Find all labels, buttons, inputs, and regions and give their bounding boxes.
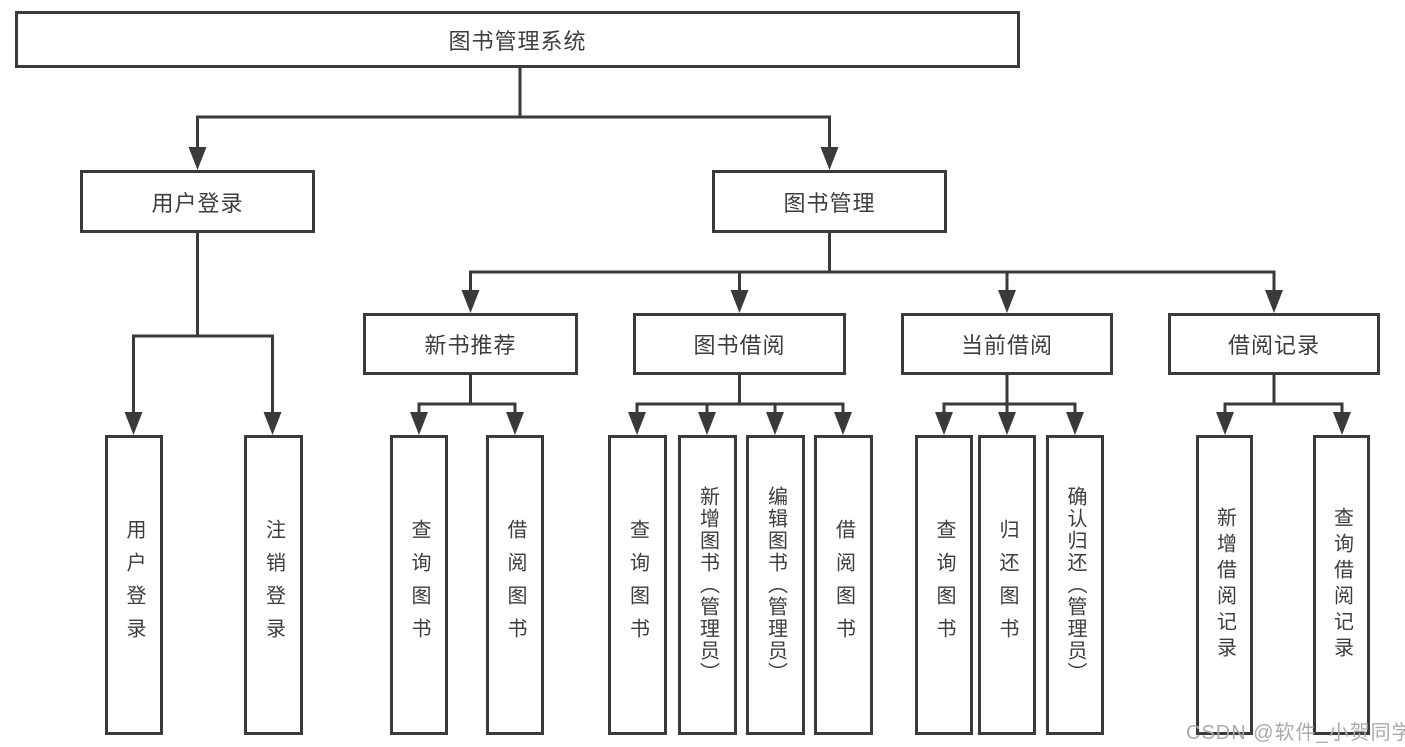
node-label: 当前借阅	[960, 333, 1053, 358]
leaf-label: 借阅图书	[832, 519, 855, 651]
leaf-query-borrow-record: 查询借阅记录	[1313, 435, 1370, 735]
leaf-return-books: 归还图书	[978, 435, 1036, 735]
leaf-label: 查询借阅记录	[1330, 507, 1353, 663]
csdn-watermark: CSDN @软件_小贺同学	[1186, 722, 1405, 744]
leaf-borrowing-query-books: 查询图书	[608, 435, 667, 735]
node-label: 新书推荐	[424, 333, 517, 358]
leaf-label: 查询图书	[933, 519, 955, 651]
leaf-label: 新增借阅记录	[1213, 507, 1236, 663]
node-current-borrowing: 当前借阅	[901, 313, 1113, 375]
node-label: 图书管理	[783, 190, 876, 216]
leaf-label: 编辑图书（管理员）	[764, 486, 787, 684]
node-book-management: 图书管理	[712, 170, 947, 233]
leaf-borrow-books: 借阅图书	[814, 435, 873, 735]
leaf-current-query-books: 查询图书	[915, 435, 973, 735]
node-borrow-records: 借阅记录	[1168, 313, 1380, 375]
node-library-management-system: 图书管理系统	[15, 11, 1020, 68]
leaf-label: 查询图书	[626, 519, 649, 651]
leaf-add-borrow-record: 新增借阅记录	[1196, 435, 1253, 735]
leaf-recommend-borrow-books: 借阅图书	[486, 435, 544, 735]
leaf-logout: 注销登录	[244, 435, 303, 735]
leaf-label: 归还图书	[996, 519, 1018, 651]
leaf-recommend-query-books: 查询图书	[390, 435, 448, 735]
leaf-label: 新增图书（管理员）	[696, 486, 719, 684]
leaf-user-login: 用户登录	[105, 435, 163, 735]
leaf-label: 用户登录	[123, 519, 145, 651]
leaf-label: 查询图书	[408, 519, 430, 651]
node-book-borrowing: 图书借阅	[633, 313, 846, 375]
node-new-book-recommend: 新书推荐	[363, 313, 578, 375]
leaf-label: 借阅图书	[504, 519, 526, 651]
leaf-label: 确认归还（管理员）	[1064, 486, 1086, 684]
node-label: 借阅记录	[1227, 333, 1320, 358]
node-label: 用户登录	[151, 190, 244, 216]
node-user-login: 用户登录	[80, 170, 315, 233]
leaf-add-books-admin: 新增图书（管理员）	[678, 435, 737, 735]
node-label: 图书管理系统	[448, 28, 587, 54]
leaf-confirm-return-admin: 确认归还（管理员）	[1046, 435, 1104, 735]
leaf-edit-books-admin: 编辑图书（管理员）	[746, 435, 805, 735]
leaf-label: 注销登录	[262, 519, 285, 651]
node-label: 图书借阅	[693, 333, 786, 358]
